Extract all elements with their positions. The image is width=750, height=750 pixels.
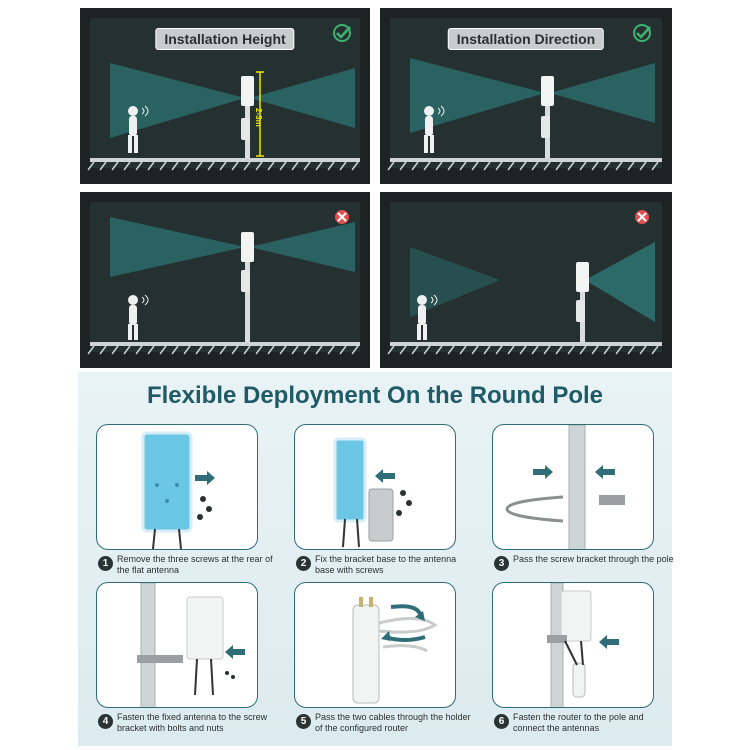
step-4-text: Fasten the fixed antenna to the screw br…	[117, 712, 268, 733]
height-label: 2-3m	[254, 108, 263, 127]
ground	[390, 342, 662, 346]
step-4-number: 4	[98, 714, 113, 729]
step-5-image	[294, 582, 456, 708]
screw-bracket	[137, 655, 183, 663]
arrow-right-icon	[533, 465, 553, 479]
step-3-caption: 3 Pass the screw bracket through the pol…	[494, 554, 674, 571]
person-figure	[128, 295, 138, 340]
step-3-image	[492, 424, 654, 550]
signal-beam-left	[110, 217, 245, 277]
installation-height-correct-panel: Installation Height 2-3m	[80, 8, 370, 184]
person-figure	[128, 106, 138, 153]
arrow-left-icon	[375, 469, 395, 483]
cable-holder	[378, 617, 438, 634]
step-1-image	[96, 424, 258, 550]
ground	[390, 158, 662, 162]
router-device	[241, 76, 254, 106]
signal-beam-right	[550, 63, 655, 123]
bracket-base	[368, 488, 394, 542]
signal-beam-left	[410, 58, 545, 133]
deployment-section: Flexible Deployment On the Round Pole 1 …	[78, 372, 674, 746]
step-1-text: Remove the three screws at the rear of t…	[117, 554, 273, 575]
deployment-title: Flexible Deployment On the Round Pole	[146, 382, 604, 409]
installation-height-wrong-panel	[80, 192, 370, 368]
signal-beam-right	[250, 68, 355, 128]
step-2-image	[294, 424, 456, 550]
router-device	[241, 232, 254, 262]
nut-icon	[225, 671, 235, 679]
antenna-cable	[194, 658, 198, 696]
arrow-right-icon	[195, 471, 215, 485]
step-6-text: Fasten the router to the pole and connec…	[513, 712, 644, 733]
router-device	[576, 262, 589, 292]
step-5-caption: 5 Pass the two cables through the holder…	[296, 712, 476, 734]
screw-bracket	[547, 635, 567, 643]
bracket-clamp	[599, 495, 625, 505]
arrow-left-icon	[599, 635, 619, 649]
step-6-number: 6	[494, 714, 509, 729]
fixed-antenna	[560, 590, 592, 642]
person-figure	[424, 106, 434, 153]
check-icon	[333, 24, 351, 42]
cross-icon	[635, 210, 649, 224]
router-device	[572, 662, 586, 698]
arrow-left-icon	[595, 465, 615, 479]
antenna-cable	[564, 640, 578, 666]
check-icon	[633, 24, 651, 42]
installation-direction-title: Installation Direction	[447, 28, 605, 50]
step-5-number: 5	[296, 714, 311, 729]
flat-antenna	[141, 431, 193, 533]
router-device	[541, 76, 554, 106]
step-3-number: 3	[494, 556, 509, 571]
signal-beam-right	[585, 242, 655, 322]
step-2-text: Fix the bracket base to the antenna base…	[315, 554, 457, 575]
ground	[90, 158, 360, 162]
step-1-caption: 1 Remove the three screws at the rear of…	[98, 554, 278, 576]
signal-beam-right	[250, 222, 355, 272]
person-figure	[417, 295, 427, 340]
screw-icon	[197, 496, 212, 520]
step-2-number: 2	[296, 556, 311, 571]
installation-height-title: Installation Height	[155, 28, 295, 50]
step-4-caption: 4 Fasten the fixed antenna to the screw …	[98, 712, 278, 734]
screw-bracket	[505, 495, 564, 523]
antenna-cable	[152, 528, 156, 549]
round-pole	[140, 583, 156, 707]
screw-icon	[396, 490, 412, 516]
signal-beam-left	[110, 63, 245, 138]
installation-diagram: Installation Height 2-3m	[80, 8, 672, 368]
step-6-caption: 6 Fasten the router to the pole and conn…	[494, 712, 674, 734]
fixed-antenna	[186, 596, 224, 660]
step-3-text: Pass the screw bracket through the pole	[513, 554, 674, 564]
ground	[90, 342, 360, 346]
step-1-number: 1	[98, 556, 113, 571]
installation-direction-correct-panel: Installation Direction	[380, 8, 672, 184]
flat-antenna	[333, 437, 367, 523]
step-2-caption: 2 Fix the bracket base to the antenna ba…	[296, 554, 476, 576]
round-pole	[550, 583, 564, 707]
pole	[245, 252, 250, 342]
step-5-text: Pass the two cables through the holder o…	[315, 712, 471, 733]
arrow-left-icon	[225, 645, 245, 659]
round-pole	[568, 425, 586, 549]
installation-direction-wrong-panel	[380, 192, 672, 368]
router-device	[352, 604, 380, 704]
antenna-cable	[342, 518, 346, 548]
cross-icon	[335, 210, 349, 224]
step-4-image	[96, 582, 258, 708]
step-6-image	[492, 582, 654, 708]
